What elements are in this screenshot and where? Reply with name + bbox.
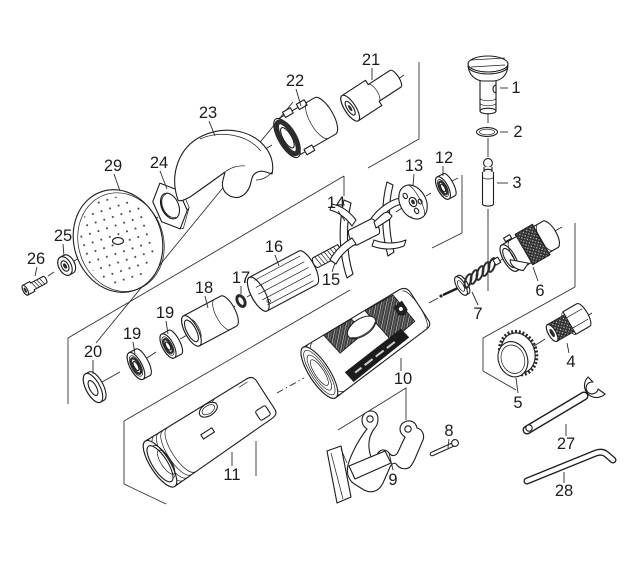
- part-14-rotor-vanes: [329, 181, 407, 279]
- leader-lines: [34, 68, 570, 483]
- part-label-16: 16: [265, 238, 283, 256]
- part-1-throttle-valve: [467, 55, 509, 115]
- part-5-housing-cap: [497, 329, 539, 378]
- part-23-guard-shell: [174, 129, 274, 202]
- part-label-2: 2: [513, 123, 522, 141]
- part-labels: 1 2 3 4 5 6 7 8 9 10 11 12 13 14 15 16 1…: [27, 51, 576, 500]
- part-label-21: 21: [362, 51, 380, 69]
- part-28-hex-key: [523, 448, 617, 485]
- part-18-bearing-sleeve: [181, 295, 239, 347]
- part-3-valve-pin: [481, 158, 495, 207]
- part-2-o-ring: [475, 127, 499, 137]
- part-label-4: 4: [566, 353, 575, 371]
- part-10-motor-housing: [300, 287, 431, 399]
- part-label-25: 25: [54, 227, 72, 245]
- part-label-19a: 19: [156, 304, 174, 322]
- part-label-10: 10: [394, 370, 412, 388]
- part-label-19b: 19: [123, 325, 141, 343]
- part-19-bearing-rear: [159, 329, 184, 359]
- part-label-9: 9: [388, 471, 397, 489]
- part-label-6: 6: [535, 282, 544, 300]
- part-label-15: 15: [322, 271, 340, 289]
- part-29-sanding-disc: [72, 189, 165, 293]
- part-9-throttle-lever: [326, 410, 425, 504]
- part-label-27: 27: [557, 435, 575, 453]
- part-label-7: 7: [473, 305, 482, 323]
- part-13-end-plate: [398, 184, 428, 220]
- part-17-o-ring-small: [235, 294, 247, 308]
- part-8-lever-pin: [429, 439, 459, 457]
- part-26-screw: [21, 275, 48, 296]
- part-25-washer: [57, 254, 77, 276]
- part-21-spindle: [340, 69, 403, 122]
- part-label-18: 18: [195, 279, 213, 297]
- part-7-spring-assembly: [439, 256, 502, 298]
- part-label-23: 23: [199, 104, 217, 122]
- part-label-24: 24: [150, 154, 168, 172]
- part-label-20: 20: [84, 343, 102, 361]
- part-12-bearing: [434, 172, 457, 200]
- rotor-shaft-tip: [373, 211, 393, 229]
- group-frames: [67, 62, 576, 505]
- part-label-3: 3: [512, 174, 521, 192]
- part-label-26: 26: [27, 250, 45, 268]
- part-22-collet-nut: [273, 96, 339, 159]
- brand-text-marks: [354, 341, 396, 374]
- part-label-17: 17: [232, 269, 250, 287]
- part-label-22: 22: [286, 72, 304, 90]
- part-16-cylinder: [246, 250, 320, 312]
- part-label-28: 28: [555, 482, 573, 500]
- part-label-1: 1: [511, 79, 520, 97]
- part-27-wrench: [522, 376, 606, 435]
- axis-connectors: [47, 74, 593, 394]
- part-label-12: 12: [435, 149, 453, 167]
- part-20-washer: [82, 371, 107, 404]
- part-label-29: 29: [104, 157, 122, 175]
- part-label-13: 13: [405, 157, 423, 175]
- part-label-8: 8: [444, 422, 453, 440]
- part-6-regulator: [499, 220, 561, 272]
- part-11-housing-barrel: [142, 376, 277, 488]
- spring-coils: [463, 257, 497, 289]
- part-19-bearing-front: [126, 348, 152, 381]
- part-label-5: 5: [513, 394, 522, 412]
- part-4-inlet-bushing: [545, 302, 592, 342]
- part-label-14: 14: [327, 194, 345, 212]
- part-label-11: 11: [223, 466, 240, 484]
